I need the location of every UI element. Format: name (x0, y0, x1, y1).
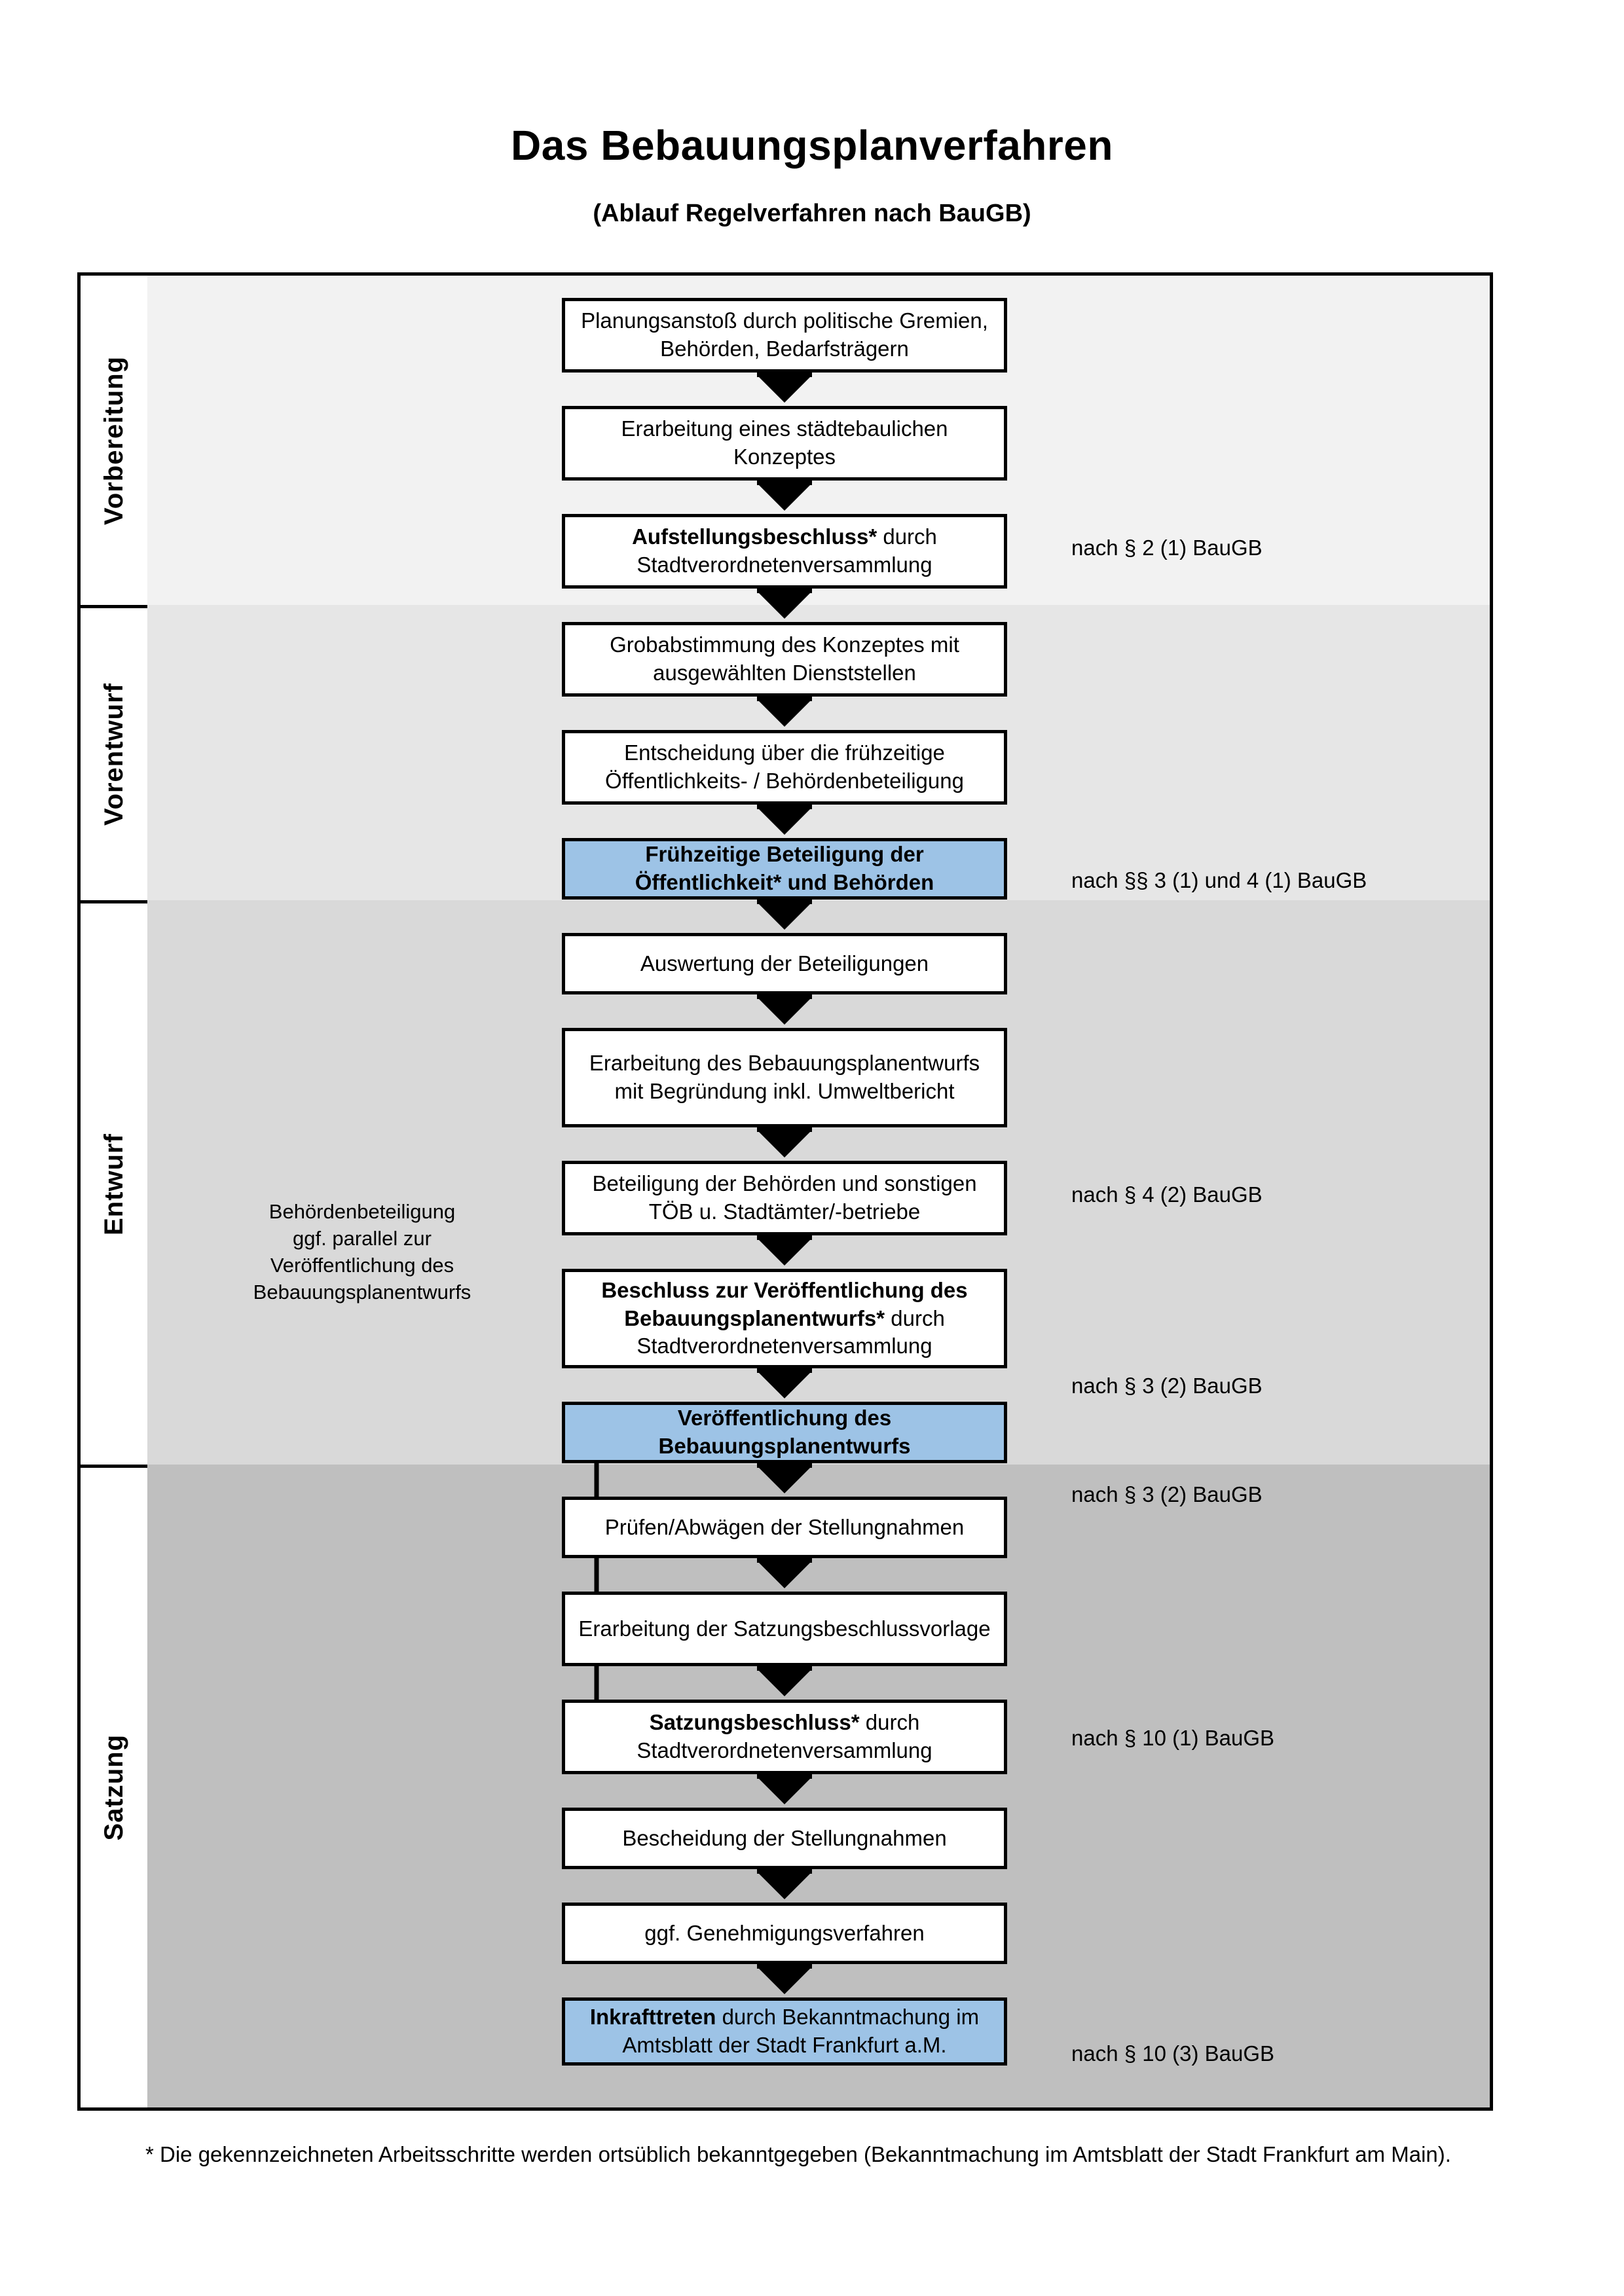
step-box-beschluss-veroeffentlichung[interactable]: Beschluss zur Veröffentlichung des Bebau… (562, 1269, 1007, 1368)
phase-label-satzung: Satzung (99, 1734, 128, 1841)
phase-label-vorbereitung: Vorbereitung (99, 355, 128, 525)
connector-arrow-11 (757, 1466, 812, 1493)
step-box-pruefen-abwaegen[interactable]: Prüfen/Abwägen der Stellungnahmen (562, 1497, 1007, 1558)
step-text: Planungsanstoß durch politische Gremien,… (581, 308, 988, 361)
connector-arrow-8 (757, 1130, 812, 1157)
connector-arrow-9 (757, 1238, 812, 1266)
connector-arrow-10 (757, 1371, 812, 1398)
legal-note-3: nach § 4 (2) BauGB (1071, 1182, 1263, 1207)
entwurf-side-note: Behördenbeteiligung ggf. parallel zur Ve… (253, 1200, 471, 1303)
phase-cell-vorentwurf: Vorentwurf (81, 605, 147, 900)
title-block: Das Bebauungsplanverfahren (Ablauf Regel… (0, 121, 1624, 228)
page-title: Das Bebauungsplanverfahren (511, 122, 1113, 169)
connector-arrow-4 (757, 699, 812, 727)
step-text: Grobabstimmung des Konzeptes mit ausgewä… (610, 632, 959, 685)
step-box-erarbeitung-bplanentwurf[interactable]: Erarbeitung des Bebauungsplanentwurfs mi… (562, 1028, 1007, 1127)
step-box-genehmigungsverfahren[interactable]: ggf. Genehmigungsverfahren (562, 1903, 1007, 1964)
footnote: * Die gekennzeichneten Arbeitsschritte w… (145, 2142, 1451, 2166)
connector-arrow-5 (757, 807, 812, 835)
phase-label-vorentwurf: Vorentwurf (99, 682, 128, 826)
connector-arrow-2 (757, 483, 812, 511)
legal-note-2: nach §§ 3 (1) und 4 (1) BauGB (1071, 868, 1367, 892)
connector-arrow-12 (757, 1561, 812, 1588)
step-text: Beschluss zur Veröffentlichung des Bebau… (601, 1277, 968, 1358)
legal-note-6: nach § 10 (1) BauGB (1071, 1726, 1275, 1750)
step-text: Inkrafttreten durch Bekanntmachung im Am… (589, 2005, 980, 2057)
legal-note-5: nach § 3 (2) BauGB (1071, 1482, 1263, 1506)
step-box-planungsanstoss[interactable]: Planungsanstoß durch politische Gremien,… (562, 298, 1007, 373)
step-text: Erarbeitung eines städtebaulichen Konzep… (621, 416, 948, 469)
step-box-erarbeitung-satzungsbeschlussvorlage[interactable]: Erarbeitung der Satzungsbeschlussvorlage (562, 1592, 1007, 1666)
step-text: Erarbeitung der Satzungsbeschlussvorlage (578, 1616, 991, 1641)
step-text: Bescheidung der Stellungnahmen (622, 1825, 947, 1850)
connector-arrow-7 (757, 997, 812, 1025)
legal-note-1: nach § 2 (1) BauGB (1071, 536, 1263, 560)
step-box-inkrafttreten[interactable]: Inkrafttreten durch Bekanntmachung im Am… (562, 1997, 1007, 2066)
connector-arrow-6 (757, 902, 812, 930)
connector-arrow-14 (757, 1777, 812, 1804)
connector-arrow-1 (757, 375, 812, 403)
step-text: Beteiligung der Behörden und sonstigen T… (592, 1171, 977, 1224)
step-text: Auswertung der Beteiligungen (640, 951, 929, 975)
step-text: Entscheidung über die frühzeitige Öffent… (605, 740, 964, 793)
connector-arrow-3 (757, 591, 812, 619)
step-box-auswertung-beteiligungen[interactable]: Auswertung der Beteiligungen (562, 933, 1007, 994)
step-box-aufstellungsbeschluss[interactable]: Aufstellungsbeschluss* durch Stadtverord… (562, 514, 1007, 589)
step-box-veroeffentlichung-bplanentwurf[interactable]: Veröffentlichung des Bebauungsplanentwur… (562, 1402, 1007, 1463)
step-text: Aufstellungsbeschluss* durch Stadtverord… (632, 524, 937, 577)
connector-arrow-15 (757, 1872, 812, 1899)
step-box-staedtebauliches-konzept[interactable]: Erarbeitung eines städtebaulichen Konzep… (562, 406, 1007, 481)
phase-cell-satzung: Satzung (81, 1465, 147, 2107)
step-text: Erarbeitung des Bebauungsplanentwurfs mi… (589, 1051, 980, 1103)
connector-arrow-13 (757, 1669, 812, 1696)
page-subtitle: (Ablauf Regelverfahren nach BauGB) (593, 200, 1031, 227)
step-text: Satzungsbeschluss* durch Stadtverordnete… (637, 1710, 932, 1762)
phase-cell-entwurf: Entwurf (81, 900, 147, 1465)
step-box-entscheidung-fruehzeitige-beteiligung[interactable]: Entscheidung über die frühzeitige Öffent… (562, 730, 1007, 805)
flowchart-frame: Vorbereitung Vorentwurf Entwurf Satzung … (77, 272, 1493, 2111)
step-text: Veröffentlichung des Bebauungsplanentwur… (658, 1406, 911, 1458)
phase-label-entwurf: Entwurf (99, 1133, 128, 1235)
step-text: ggf. Genehmigungsverfahren (644, 1920, 925, 1945)
step-box-satzungsbeschluss[interactable]: Satzungsbeschluss* durch Stadtverordnete… (562, 1700, 1007, 1774)
legal-note-4: nach § 3 (2) BauGB (1071, 1374, 1263, 1398)
step-box-bescheidung-stellungnahmen[interactable]: Bescheidung der Stellungnahmen (562, 1808, 1007, 1869)
step-box-fruehzeitige-beteiligung[interactable]: Frühzeitige Beteiligung der Öffentlichke… (562, 838, 1007, 900)
step-box-beteiligung-behoerden-toeb[interactable]: Beteiligung der Behörden und sonstigen T… (562, 1161, 1007, 1235)
connector-arrow-16 (757, 1967, 812, 1994)
step-box-grobabstimmung[interactable]: Grobabstimmung des Konzeptes mit ausgewä… (562, 622, 1007, 697)
legal-note-7: nach § 10 (3) BauGB (1071, 2041, 1275, 2066)
phase-column: Vorbereitung Vorentwurf Entwurf Satzung (81, 276, 147, 2107)
step-text: Frühzeitige Beteiligung der Öffentlichke… (635, 842, 934, 894)
phase-cell-vorbereitung: Vorbereitung (81, 276, 147, 605)
step-text: Prüfen/Abwägen der Stellungnahmen (604, 1514, 965, 1539)
